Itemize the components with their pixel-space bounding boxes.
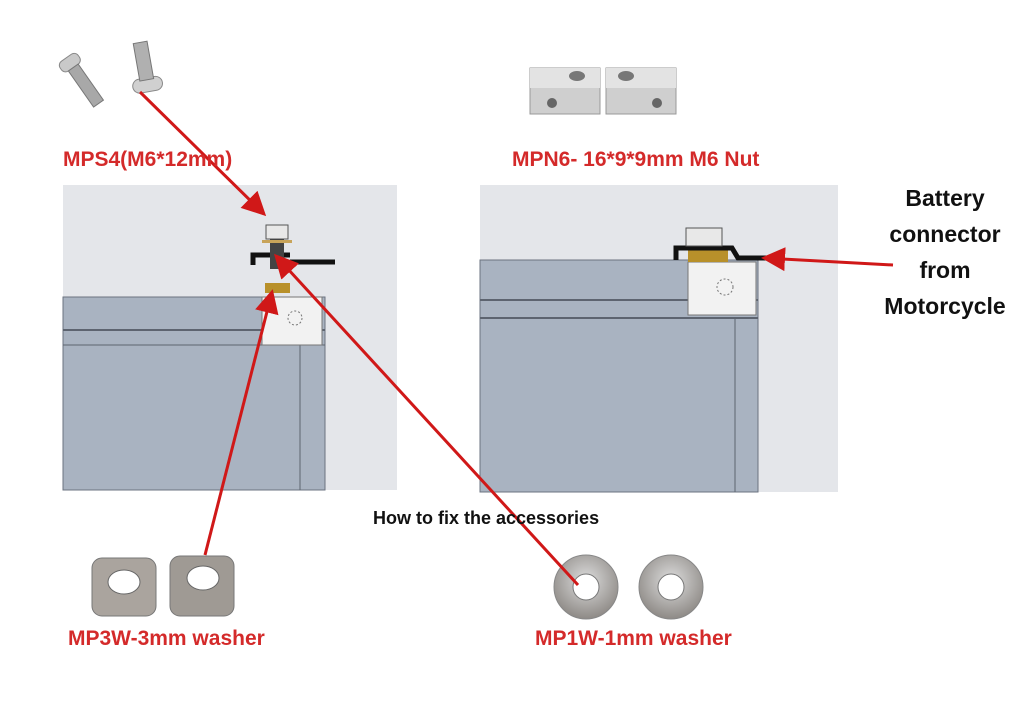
right-battery-panel [479, 185, 838, 493]
connector-label: Battery connector from Motorcycle [870, 180, 1020, 324]
washer-3mm-label: MP3W-3mm washer [68, 627, 265, 650]
connector-label-line: Motorcycle [884, 293, 1006, 319]
screw-arrow [138, 90, 267, 217]
left-battery-panel [62, 185, 397, 491]
connector-label-line: Battery [905, 185, 985, 211]
square-washer-icon [91, 555, 235, 617]
nut-label: MPN6- 16*9*9mm M6 Nut [512, 148, 760, 171]
square-washer-arrow [203, 289, 279, 556]
nut-icon [529, 67, 677, 115]
screw-label: MPS4(M6*12mm) [63, 148, 233, 171]
connector-label-line: from [919, 257, 971, 283]
caption: How to fix the accessories [373, 508, 600, 528]
washer-1mm-label: MP1W-1mm washer [535, 627, 732, 650]
screw-icon [58, 40, 163, 108]
pointer-arrows [138, 90, 894, 587]
round-washer-arrow [273, 253, 580, 587]
round-washer-icon [553, 554, 704, 620]
connector-label-line: connector [889, 221, 1001, 247]
connector-arrow [761, 247, 894, 272]
